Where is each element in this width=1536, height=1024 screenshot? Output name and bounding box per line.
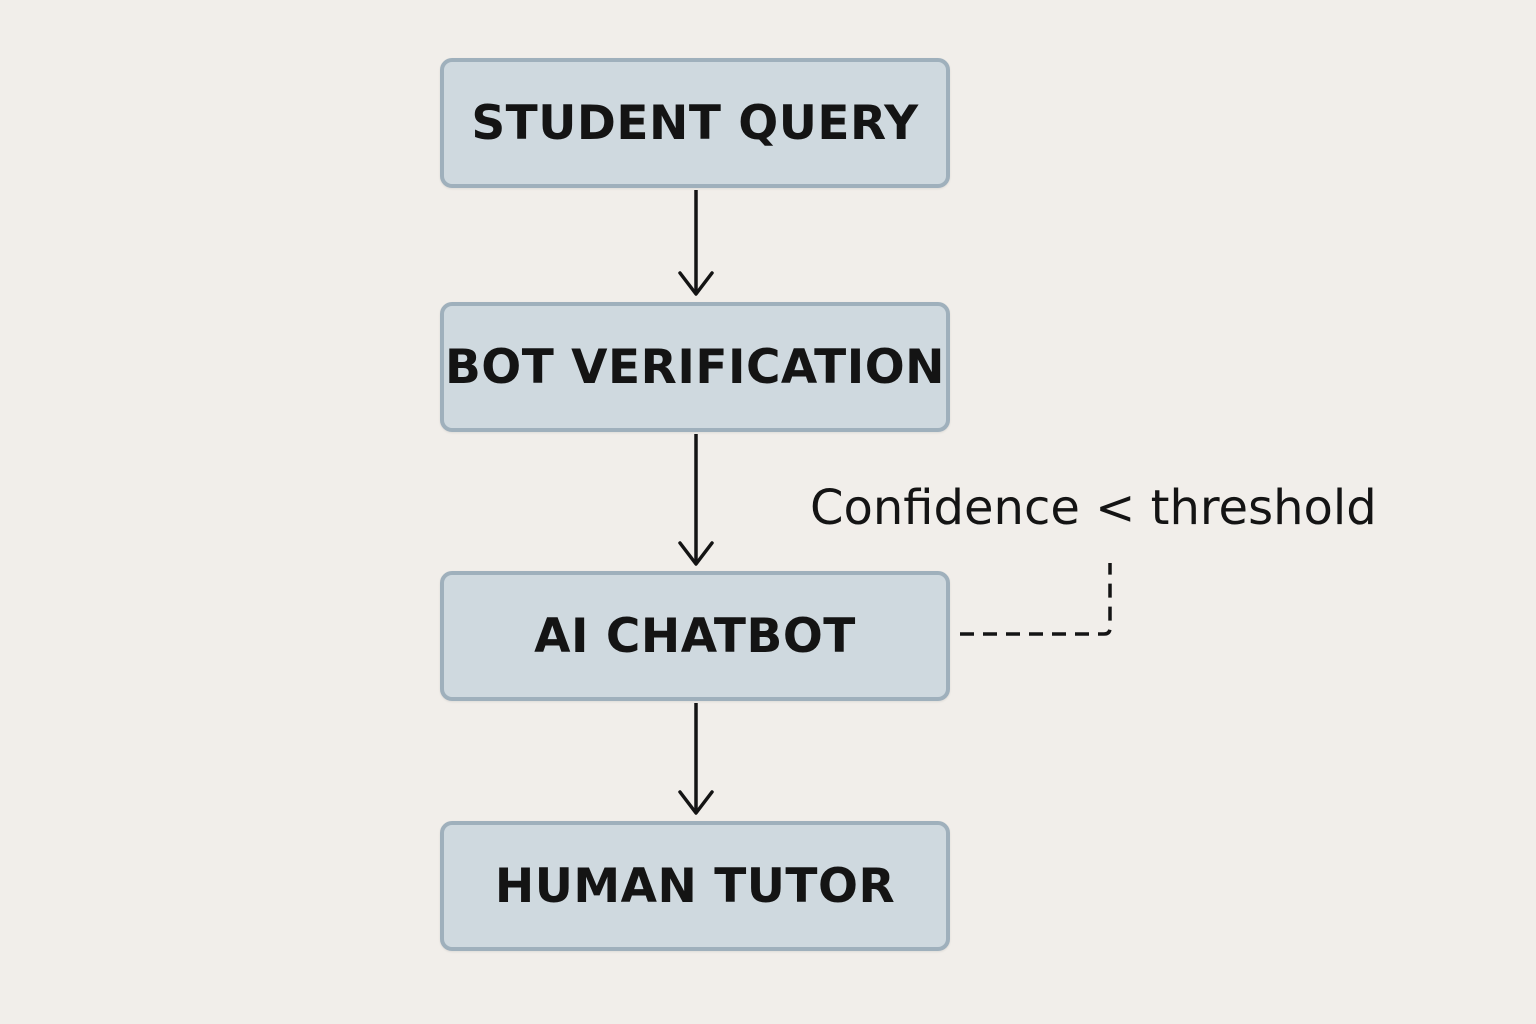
dashed-escalation-connector bbox=[960, 563, 1112, 636]
human-tutor-label: HUMAN TUTOR bbox=[494, 858, 896, 914]
arrow-query-to-verification bbox=[678, 190, 714, 296]
human-tutor-box: HUMAN TUTOR bbox=[440, 821, 950, 951]
student-query-label: STUDENT QUERY bbox=[471, 95, 919, 151]
arrow-chatbot-to-tutor bbox=[678, 703, 714, 815]
arrow-verification-to-chatbot bbox=[678, 434, 714, 566]
ai-chatbot-label: AI CHATBOT bbox=[534, 608, 856, 664]
student-query-box: STUDENT QUERY bbox=[440, 58, 950, 188]
confidence-threshold-label: Confidence < threshold bbox=[810, 480, 1377, 536]
bot-verification-label: BOT VERIFICATION bbox=[444, 339, 945, 395]
ai-chatbot-box: AI CHATBOT bbox=[440, 571, 950, 701]
bot-verification-box: BOT VERIFICATION bbox=[440, 302, 950, 432]
